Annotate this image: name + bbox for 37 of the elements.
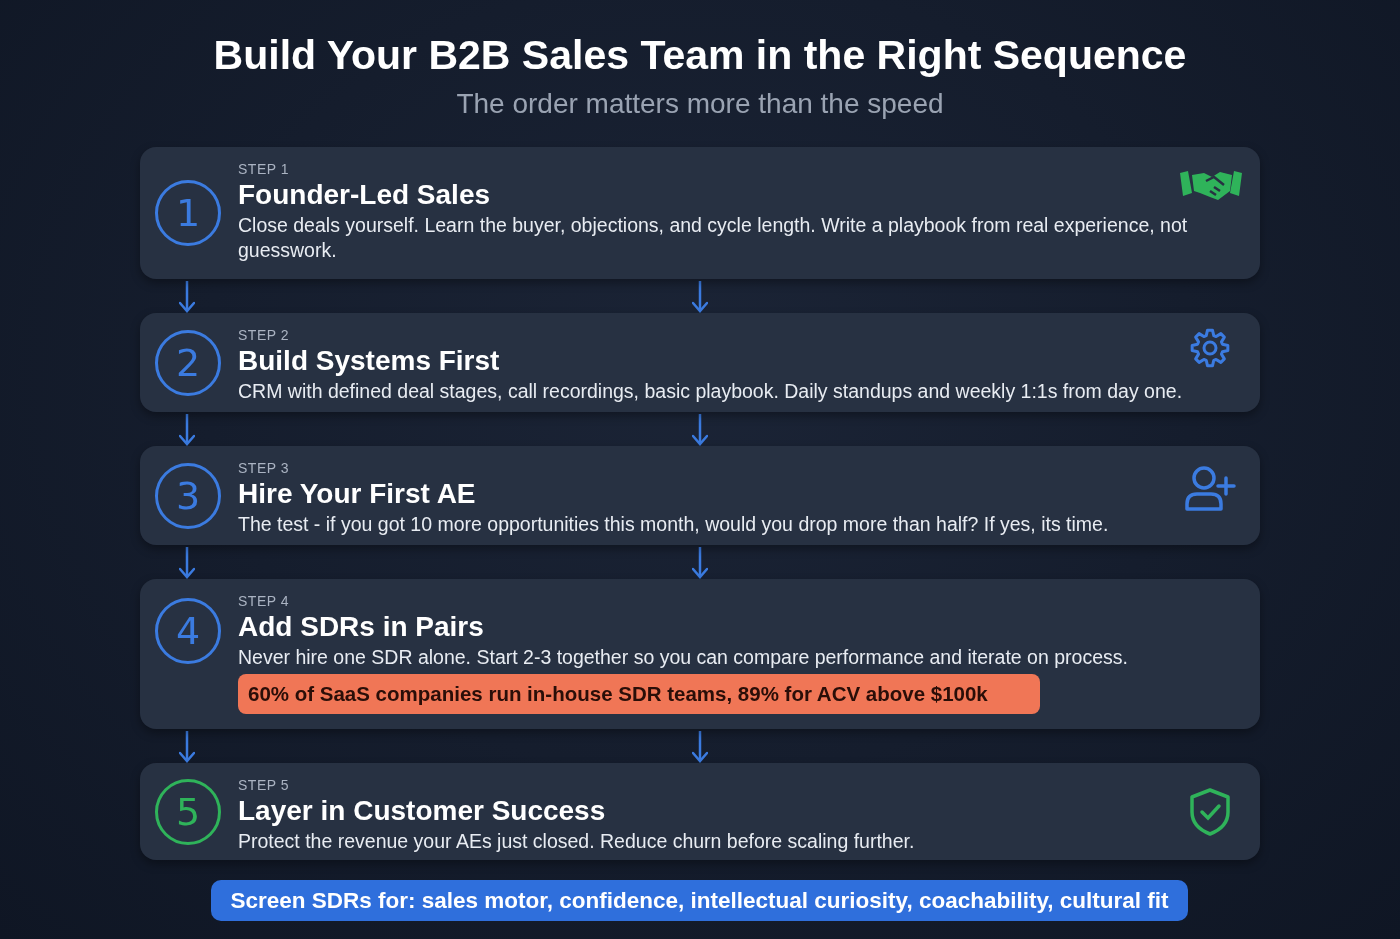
arrow: [691, 547, 709, 579]
subtitle: The order matters more than the speed: [455, 88, 945, 120]
step-title: Founder-Led Sales: [238, 179, 491, 211]
step-title: Hire Your First AE: [238, 478, 476, 510]
step-description: Close deals yourself. Learn the buyer, objections, and cycle length. Write a playbook from real experience, not guesswork.: [238, 213, 1189, 263]
step-number-circle: 5: [155, 779, 221, 845]
tip-banner: Screen SDRs for: sales motor, confidence, intellectual curiosity, coachability, cultural fit: [211, 880, 1188, 921]
arrow: [691, 414, 709, 446]
step-card: [140, 579, 1260, 729]
arrow: [691, 281, 709, 313]
step-card: [140, 446, 1260, 545]
step-card: [140, 313, 1260, 412]
step-number-circle: 2: [155, 330, 221, 396]
step-label: STEP 1: [238, 161, 289, 177]
step-label: STEP 5: [238, 777, 289, 793]
step-description: The test - if you got 10 more opportunities this month, would you drop more than half? If yes, its time.: [238, 512, 1109, 537]
step-description: Never hire one SDR alone. Start 2-3 together so you can compare performance and iterate on process.: [238, 645, 1128, 670]
step-number-circle: 4: [155, 598, 221, 664]
statistic-highlight: 60% of SaaS companies run in-house SDR teams, 89% for ACV above $100k: [238, 674, 1040, 714]
step-label: STEP 2: [238, 327, 289, 343]
step-title: Layer in Customer Success: [238, 795, 606, 827]
step-label: STEP 4: [238, 593, 289, 609]
title: Build Your B2B Sales Team in the Right Sequence: [212, 32, 1188, 79]
arrow: [178, 281, 196, 313]
step-title: Add SDRs in Pairs: [238, 611, 484, 643]
arrow: [178, 731, 196, 763]
step-title: Build Systems First: [238, 345, 500, 377]
step-card: [140, 147, 1260, 279]
step-number-circle: 3: [155, 463, 221, 529]
step-card: [140, 763, 1260, 860]
step-number-circle: 1: [155, 180, 221, 246]
step-label: STEP 3: [238, 460, 289, 476]
arrow: [178, 414, 196, 446]
step-description: Protect the revenue your AEs just closed. Reduce churn before scaling further.: [238, 829, 915, 854]
arrow: [691, 731, 709, 763]
arrow: [178, 547, 196, 579]
step-description: CRM with defined deal stages, call recordings, basic playbook. Daily standups and weekly 1:1s from day one.: [238, 379, 1183, 404]
